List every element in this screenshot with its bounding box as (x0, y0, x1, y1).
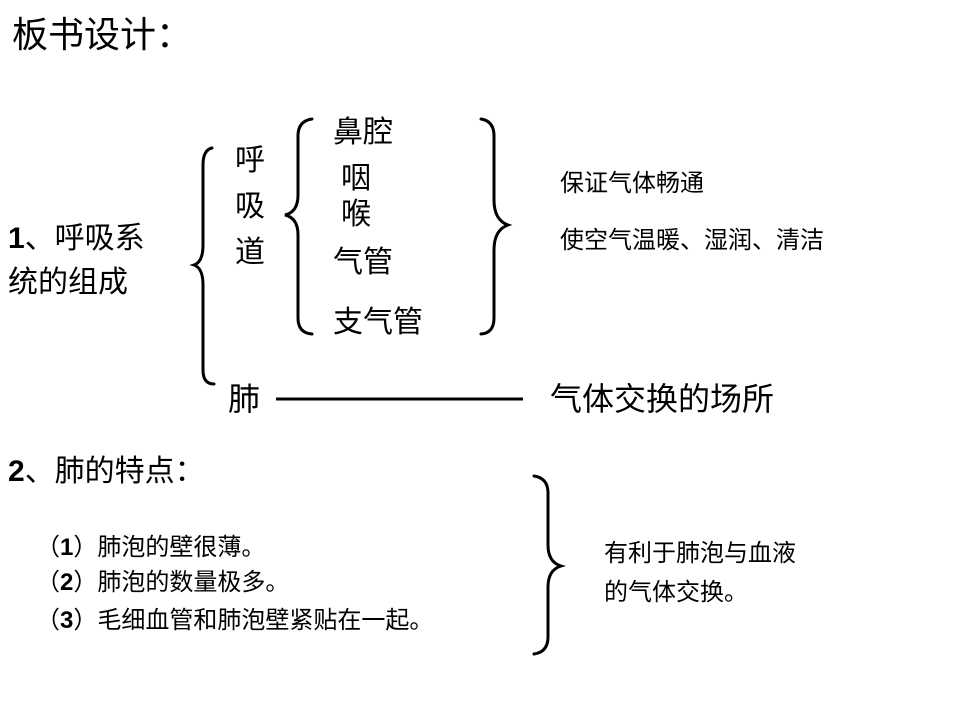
organ-trachea: 气管 (333, 245, 393, 280)
system-brace (189, 146, 216, 386)
feature-item-1: （1）肺泡的壁很薄。 (36, 533, 266, 561)
airway-right-brace (479, 117, 513, 336)
airway-left-brace (284, 117, 314, 336)
slide-title: 板书设计： (12, 15, 193, 56)
airway-function-2: 使空气温暖、湿润、清洁 (560, 226, 824, 254)
lung-function: 气体交换的场所 (550, 380, 775, 418)
feature-item-3: （3）毛细血管和肺泡壁紧贴在一起。 (36, 606, 434, 634)
feature-item-2: （2）肺泡的数量极多。 (36, 568, 290, 596)
section1-number: 1 (8, 222, 25, 255)
organ-larynx: 喉 (341, 197, 371, 232)
section1-heading-line1: 1、呼吸系 (8, 221, 145, 256)
organ-pharynx: 咽 (341, 161, 371, 196)
airway-char-1: 呼 (235, 143, 265, 178)
lung-label: 肺 (228, 380, 261, 418)
organ-nasal-cavity: 鼻腔 (333, 115, 393, 150)
features-right-brace (532, 474, 567, 656)
section1-heading-line2: 统的组成 (8, 265, 128, 300)
airway-char-3: 道 (235, 235, 265, 270)
conclusion-line1: 有利于肺泡与血液 (604, 539, 796, 567)
conclusion-line2: 的气体交换。 (604, 578, 748, 606)
airway-char-2: 吸 (235, 189, 265, 224)
section2-heading: 2、肺的特点： (8, 454, 205, 489)
section2-number: 2 (8, 455, 25, 488)
airway-function-1: 保证气体畅通 (560, 169, 704, 197)
organ-bronchi: 支气管 (333, 305, 423, 340)
